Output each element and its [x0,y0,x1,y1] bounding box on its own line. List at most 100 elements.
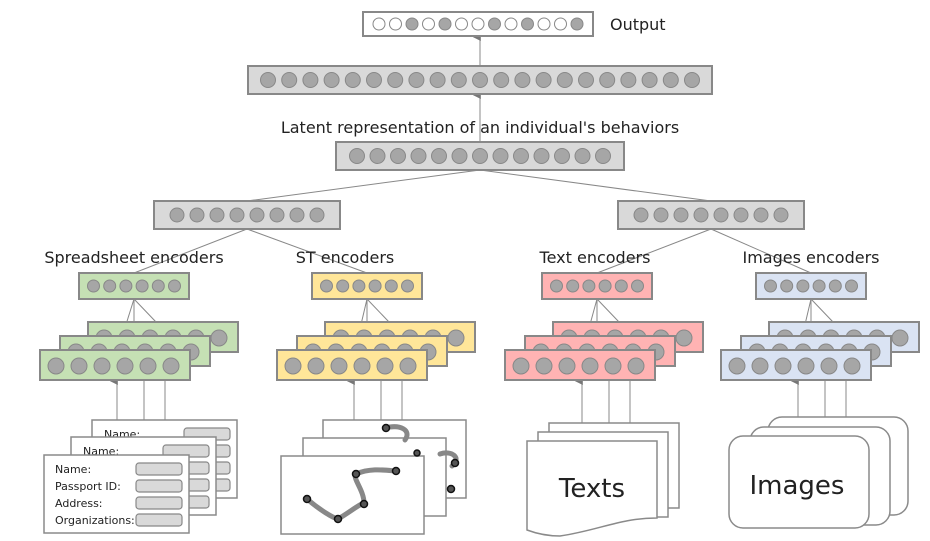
trajectory-point [381,423,391,433]
neuron-node [344,72,361,88]
trajectory-point [351,469,361,479]
neuron-node [309,207,325,223]
neuron-node [389,17,402,31]
neuron-node [307,357,325,375]
neuron-node [662,72,679,88]
form-input-box [135,479,183,493]
neuron-node [492,148,509,164]
neuron-node [229,207,245,223]
neuron-node [581,357,599,375]
form-input-box [135,496,183,510]
neuron-node [376,357,394,375]
neuron-node [353,357,371,375]
neuron-node [598,279,612,293]
trajectory-point [302,494,312,504]
neuron-node [320,279,333,293]
neuron-node [372,17,386,31]
encoder-stack-layer-text [504,349,656,381]
link-fusion-to-spreadsheet [133,228,248,274]
neuron-node [488,17,501,31]
neuron-node [472,148,488,164]
neuron-node [774,357,792,375]
link-encoder-to-stack [596,298,620,323]
link-fusion-to-st [246,228,368,274]
neuron-node [93,357,111,375]
neuron-node [451,148,468,164]
neuron-node [812,279,826,293]
neuron-node [390,148,406,164]
neuron-node [828,279,842,293]
neuron-node [269,207,285,223]
neuron-node [399,357,417,375]
neuron-node [512,357,530,375]
labels: Output Latent representation of an indiv… [44,15,879,267]
encoder-top-layer-images [755,272,867,300]
form-field-label: Organizations: [55,514,135,527]
neuron-node [405,17,419,31]
neuron-node [797,357,815,375]
neuron-node [472,72,488,88]
neuron-node [796,279,810,293]
neuron-node [471,17,485,31]
encoder-top-layer-spreadsheet [78,272,190,300]
neuron-node [352,279,366,293]
image-card-front [728,435,870,529]
trajectory-page [280,455,425,535]
neuron-node [513,148,529,164]
encoder-top-layer-st [311,272,423,300]
neuron-node [87,279,100,293]
neuron-node [599,72,616,88]
neuron-node [162,357,180,375]
neuron-node [135,279,149,293]
neuron-node [431,148,447,164]
encoder-stack-layer-st [276,349,428,381]
image-label: Images [750,471,845,501]
neuron-node [641,72,658,88]
neuron-node [891,329,909,347]
neuron-node [620,72,637,88]
neuron-node [554,17,567,31]
neuron-node [429,72,446,88]
neuron-node [820,357,838,375]
neuron-node [570,17,584,31]
neuron-node [604,357,622,375]
neuron-node [336,279,350,293]
trajectory-point [359,499,369,509]
neuron-node [384,279,398,293]
fusion-layer-left-box [153,200,341,230]
link-encoder-to-stack [133,298,157,323]
neuron-node [369,148,386,164]
neuron-node [70,357,88,375]
neuron-node [713,207,729,223]
neuron-node [151,279,165,293]
neuron-node [447,329,465,347]
link-latent-fusion-right [479,169,712,202]
neuron-node [302,72,319,88]
form-field-label: Passport ID: [55,480,121,493]
input-spreadsheet: Name:Name:Name:Passport ID:Address:Organ… [43,419,238,534]
neuron-node [537,17,551,31]
neuron-node [764,279,777,293]
link-encoder-to-stack [366,298,390,323]
neuron-node [550,279,563,293]
neuron-node [627,357,645,375]
form-field-label: Name: [55,463,91,476]
neuron-node [578,72,594,88]
input-st [280,419,467,535]
neuron-node [558,357,576,375]
neuron-node [693,207,709,223]
neuron-node [438,17,452,31]
neuron-node [368,279,382,293]
latent-representation-label: Latent representation of an individual's… [281,118,679,137]
trajectory-point [450,458,460,468]
neuron-node [614,279,628,293]
link-latent-fusion-left [246,169,481,202]
encoder-label-text: Text encoders [539,248,651,267]
neuron-node [408,72,425,88]
fusion-layer-left [153,200,341,230]
neuron-node [582,279,596,293]
trajectory-point [413,449,421,457]
encoder-label-st: ST encoders [296,248,395,267]
output-label: Output [610,15,666,34]
